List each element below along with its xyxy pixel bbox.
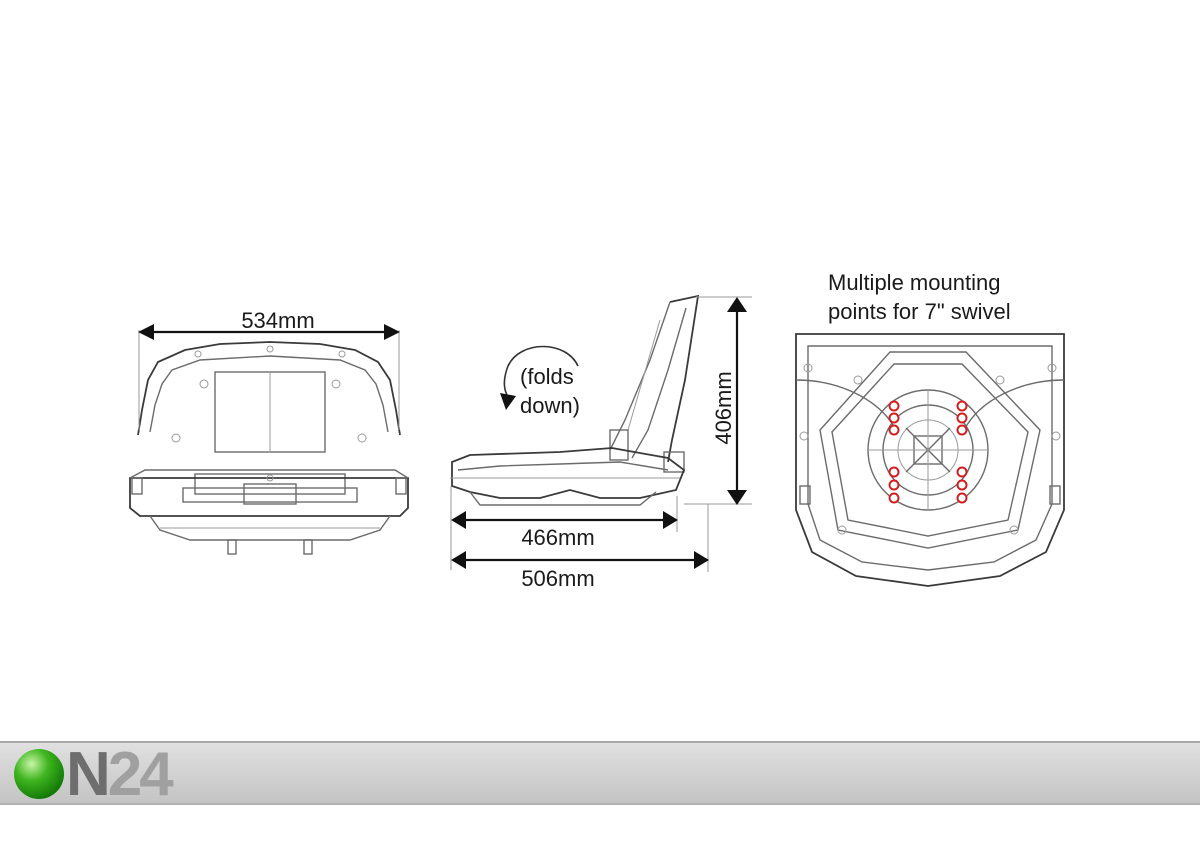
mounting-label-line2: points for 7" swivel bbox=[828, 299, 1011, 324]
mount-hole bbox=[956, 424, 968, 436]
mount-hole bbox=[888, 492, 900, 504]
width-dimension: 534mm bbox=[138, 308, 400, 430]
logo-letter: N bbox=[66, 740, 111, 809]
seat-dimension-diagram: 534mm (folds down) 406mm 466mm bbox=[129, 270, 1065, 591]
fold-arrow bbox=[500, 345, 579, 410]
logo-ball-icon bbox=[14, 749, 64, 799]
folds-label-line1: (folds bbox=[520, 364, 574, 389]
height-label: 406mm bbox=[711, 371, 736, 444]
mount-hole bbox=[888, 479, 900, 491]
swivel-mounting-holes bbox=[888, 400, 968, 504]
mount-hole bbox=[888, 424, 900, 436]
mounting-label-line1: Multiple mounting bbox=[828, 270, 1000, 295]
total-depth-dimension: 506mm bbox=[451, 504, 709, 591]
side-view-seat bbox=[450, 294, 700, 506]
mount-hole bbox=[956, 412, 968, 424]
total-depth-label: 506mm bbox=[521, 566, 594, 591]
mount-hole bbox=[956, 479, 968, 491]
folds-label-line2: down) bbox=[520, 393, 580, 418]
height-dimension bbox=[684, 296, 752, 505]
bottom-view-seat bbox=[795, 333, 1065, 587]
front-view-seat bbox=[129, 341, 409, 555]
seat-depth-dimension: 466mm bbox=[450, 486, 678, 570]
mount-hole bbox=[956, 466, 968, 478]
mount-hole bbox=[956, 400, 968, 412]
footer-bar: N24 bbox=[0, 740, 1200, 809]
mount-hole bbox=[888, 412, 900, 424]
mount-hole bbox=[888, 466, 900, 478]
mount-hole bbox=[888, 400, 900, 412]
seat-depth-label: 466mm bbox=[521, 525, 594, 550]
mount-hole bbox=[956, 492, 968, 504]
brand-logo: N24 bbox=[66, 739, 174, 810]
width-label: 534mm bbox=[241, 308, 314, 333]
logo-number: 24 bbox=[107, 740, 174, 809]
